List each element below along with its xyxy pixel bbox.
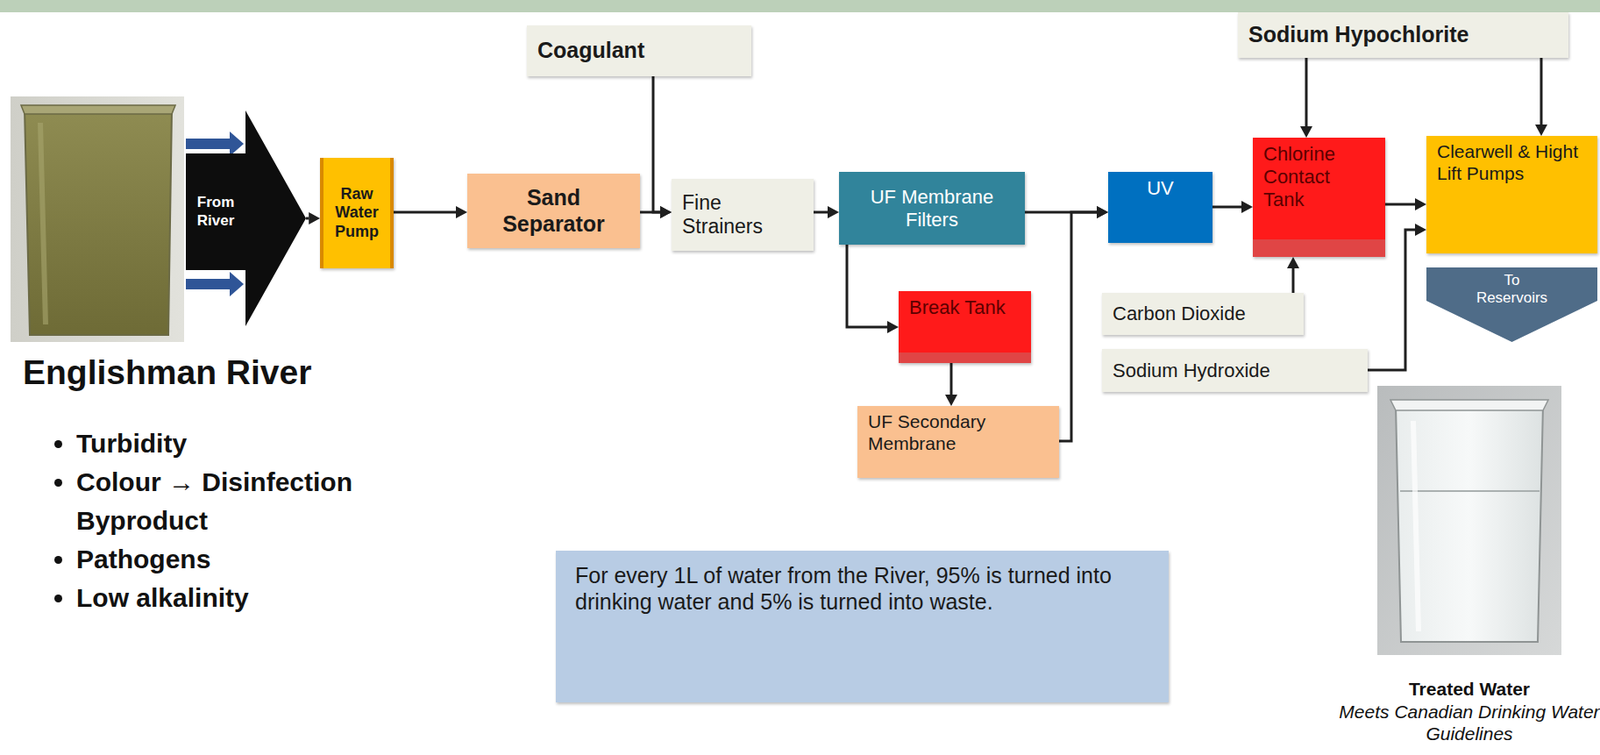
node-text: Carbon Dioxide [1112,302,1294,326]
arrow-head [1287,256,1300,269]
process-box: Clearwell & Hight Lift Pumps [1426,135,1598,254]
process-box: Sand Separator [467,173,640,249]
node-text: Fine Strainers [682,191,804,239]
node-text: Chlorine Contact Tank [1263,142,1375,212]
process-box: Raw Water Pump [320,157,394,269]
connector-line [393,211,456,214]
arrow-head [1300,126,1313,138]
node-text: For every 1L of water from the River, 95… [575,562,1150,615]
issue-item: Low alkalinity [76,578,467,618]
arrow-head [1096,206,1109,219]
arrow-head [308,212,320,225]
arrow-head [1535,124,1548,136]
source-arrow: From River [185,110,306,327]
flow-arrow [305,212,320,225]
connector-line [653,76,661,213]
raw-water-beaker [10,96,185,342]
flow-arrow [1300,57,1313,138]
node-text: From River [185,153,246,271]
arrow-head [660,206,672,219]
flow-arrow [945,362,958,406]
process-box: UF Membrane Filters [839,171,1025,245]
connector-line [305,217,309,221]
node-text: UF Secondary Membrane [867,411,1049,456]
connector-line [1212,206,1242,209]
node-text: Break Tank [909,296,1021,320]
arrow-head [1241,200,1253,214]
connector-line [1059,212,1097,441]
arrow-head [1096,206,1109,219]
arrow-head [1415,198,1427,211]
node-text: UV [1118,177,1202,200]
flow-arrow [813,206,840,219]
flow-arrow [1059,206,1109,441]
process-box: Break Tank [898,291,1032,363]
process-box: Chlorine Contact Tank [1252,137,1386,257]
arrow-head [455,206,468,219]
node-text: Sodium Hypochlorite [1248,21,1558,49]
connector-line [1385,203,1416,207]
connector-line [846,244,888,328]
node-text: To Reservoirs [1467,271,1557,308]
additive-box: Sodium Hydroxide [1102,348,1368,392]
additive-box: Sodium Hypochlorite [1237,12,1569,58]
arrow-head [945,394,958,406]
flow-arrow [1212,200,1253,214]
result-caption: Treated Water [1333,678,1600,701]
flow-arrow [1385,198,1427,211]
connector-line [1292,268,1295,293]
connector-line [1540,57,1544,125]
outlet-arrow: To Reservoirs [1426,267,1598,342]
note-box: For every 1L of water from the River, 95… [555,550,1169,703]
top-bar [0,0,1600,13]
flow-arrow [1287,256,1300,293]
flow-arrow [1535,57,1548,136]
issue-item: Colour → Disinfection Byproduct [76,462,467,541]
node-text: Sand Separator [477,184,630,237]
process-box: UF Secondary Membrane [857,405,1060,478]
result-note: Meets Canadian Drinking Water Guidelines [1333,701,1600,746]
process-box: UV [1108,171,1213,243]
node-text: Sodium Hydroxide [1112,359,1358,383]
issue-item: Turbidity [76,424,467,463]
additive-box: Carbon Dioxide [1102,292,1304,335]
arrow-head [827,206,840,219]
issue-list: TurbidityColour → Disinfection Byproduct… [30,424,467,618]
node-text: Clearwell & Hight Lift Pumps [1436,141,1587,185]
flow-arrow [653,76,672,219]
flow-arrow [393,206,468,219]
arrow-head [887,320,899,334]
connector-line [813,211,828,214]
node-text: Raw Water Pump [326,184,388,242]
arrow-head [660,206,672,219]
connector-line [1305,57,1309,127]
node-text: Coagulant [537,37,741,64]
treated-water-beaker [1377,385,1562,655]
node-text: UF Membrane Filters [849,185,1015,232]
additive-box: Coagulant [526,25,752,77]
source-heading: Englishman River [22,352,479,393]
arrow-head [1415,223,1427,236]
connector-line [950,362,953,395]
process-box: Fine Strainers [671,178,814,251]
issue-item: Pathogens [76,540,467,579]
flow-arrow [846,244,899,334]
